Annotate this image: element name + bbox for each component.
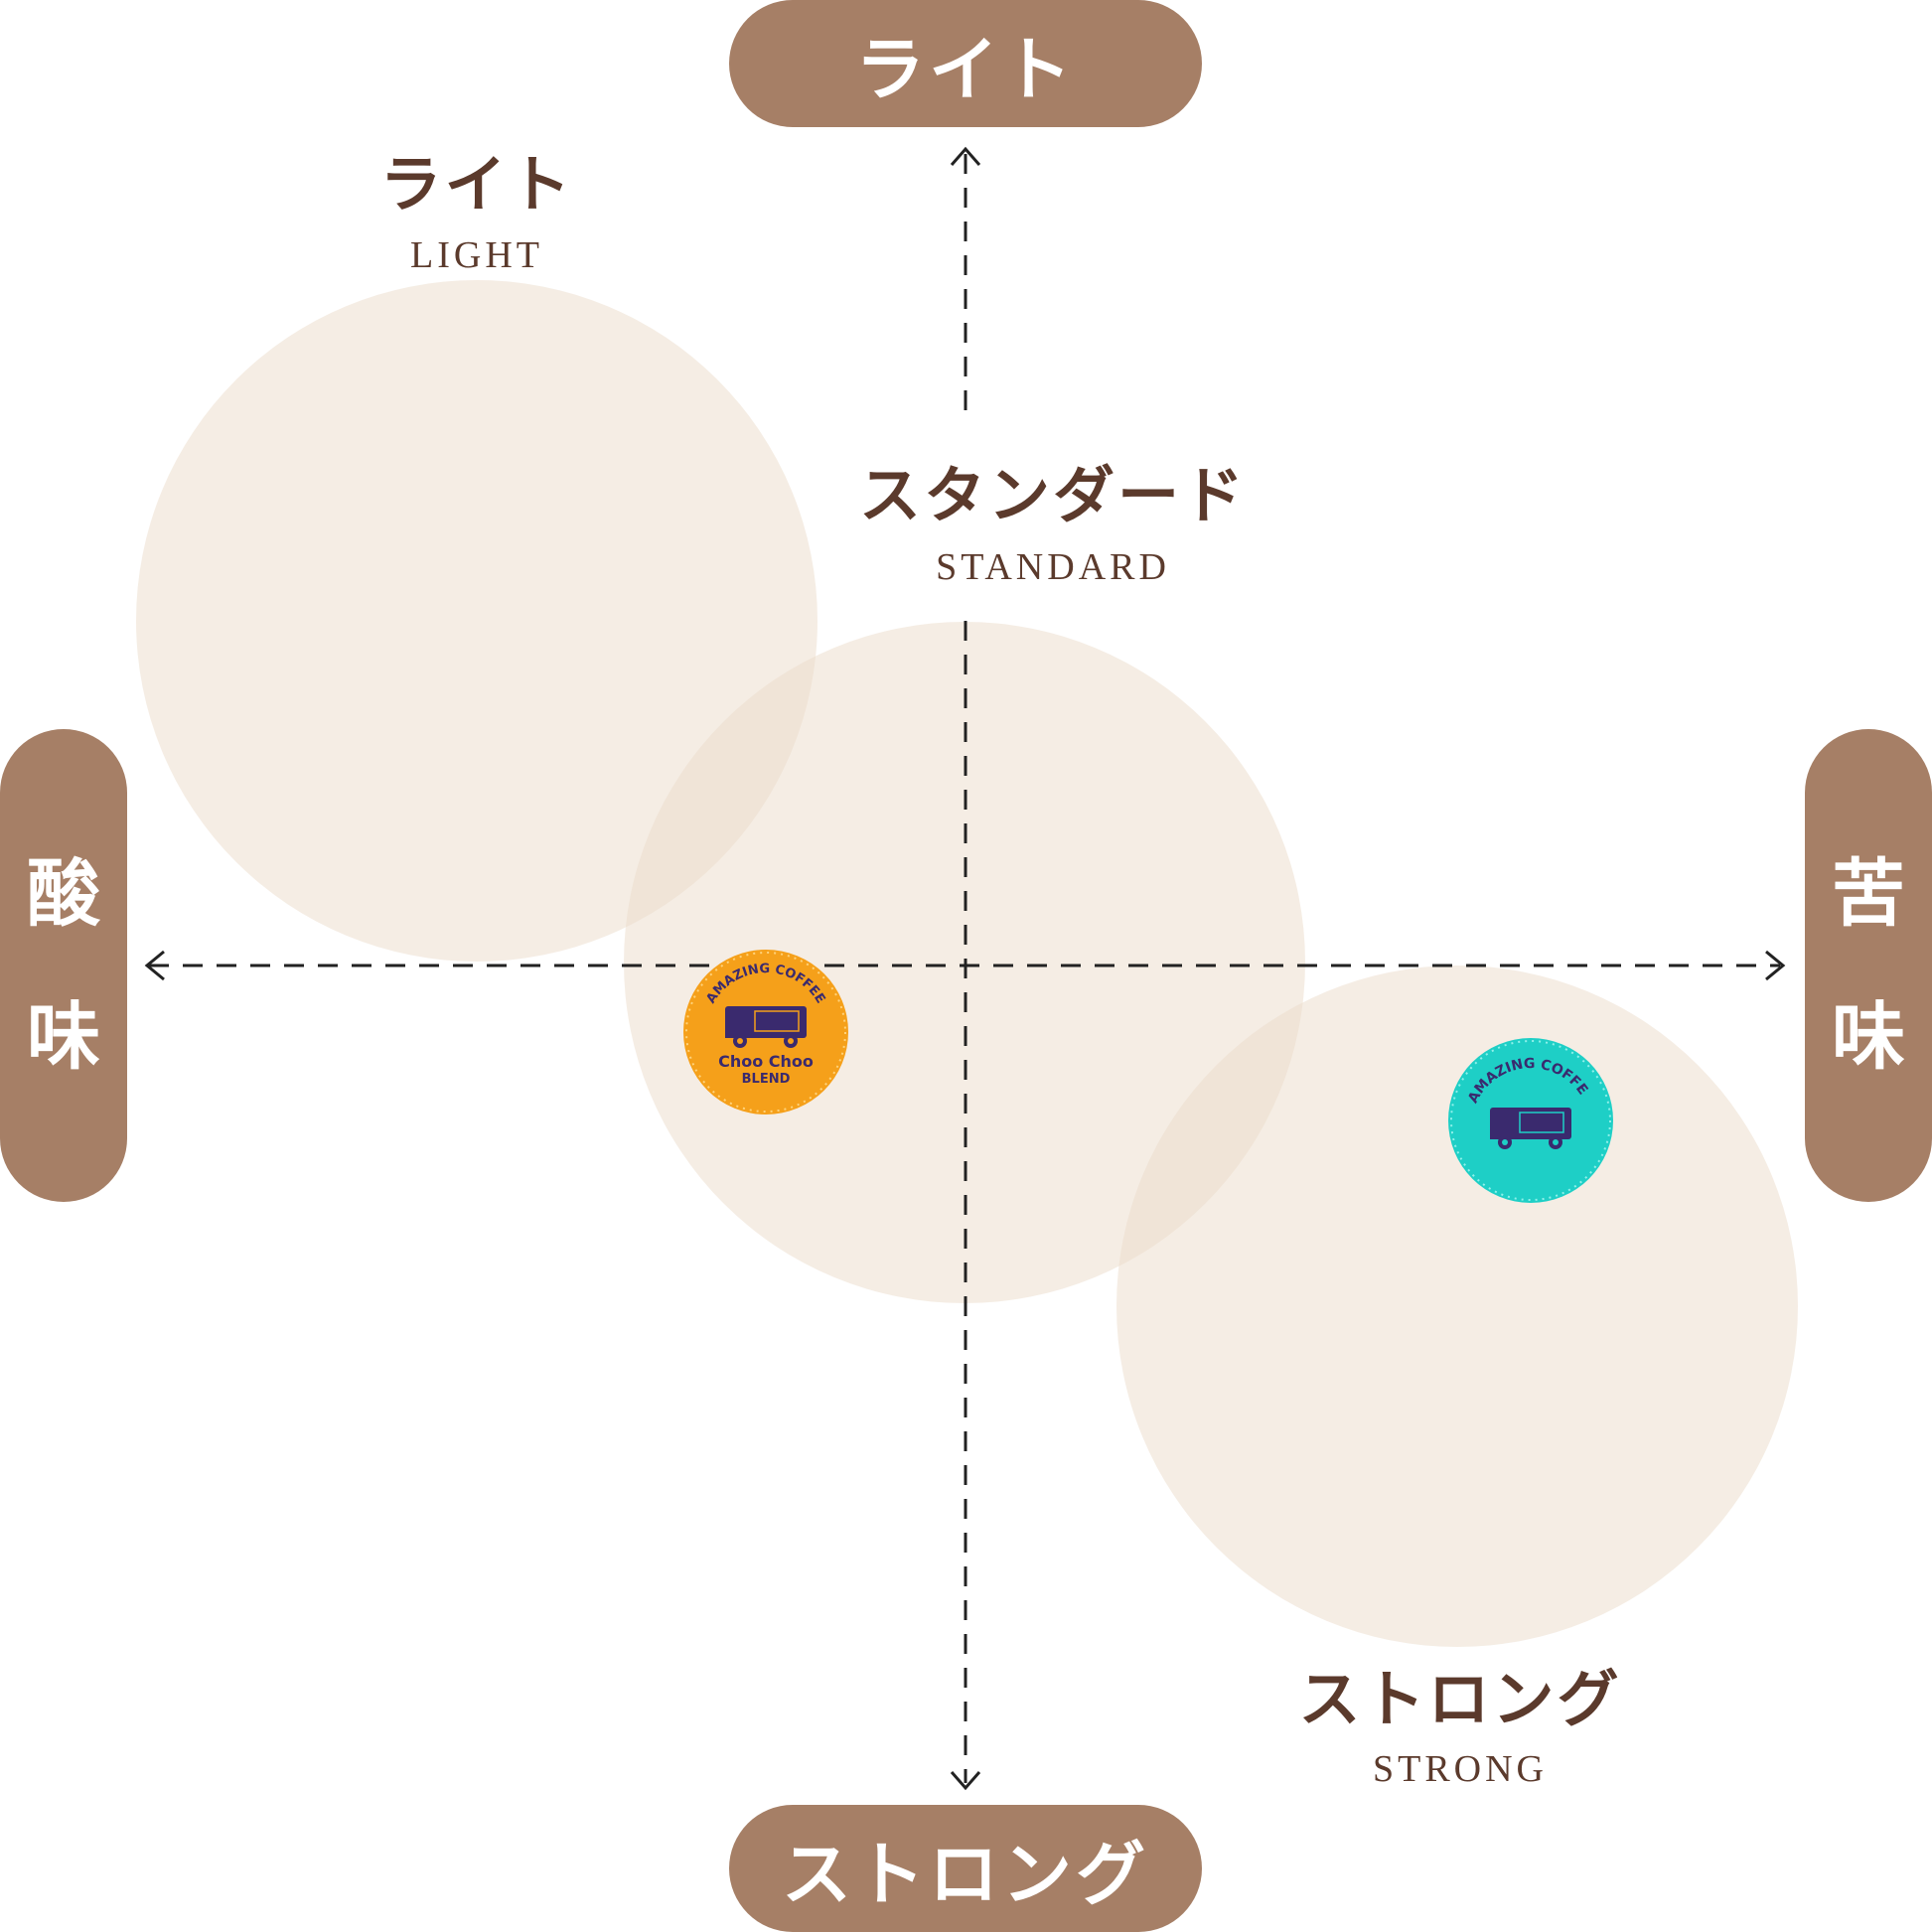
light-zone-subtitle: LIGHT [410, 234, 543, 276]
axis-left-char-2: 味 [27, 994, 100, 1080]
axis-right-char-1: 苦 [1832, 851, 1905, 937]
axis-bottom-label: ストロング [729, 1805, 1202, 1932]
standard-zone-subtitle: STANDARD [936, 546, 1170, 588]
amazing-coffee-teal-pod: AMAZING COFFEE [1448, 1038, 1613, 1203]
pod-brand-arc-text: AMAZING COFFEE [1448, 1038, 1590, 1106]
axis-left-label: 酸 味 [0, 729, 127, 1202]
arrow-down-icon [950, 1771, 981, 1791]
pod-line1: Choo Choo [718, 1052, 814, 1071]
arrow-left-icon [144, 950, 165, 981]
standard-zone-title: スタンダード [858, 459, 1247, 531]
choo-choo-blend-pod: AMAZING COFFEE Choo Choo BLEND [683, 950, 848, 1115]
strong-zone-title: ストロング [1298, 1663, 1622, 1735]
strong-zone-subtitle: STRONG [1372, 1748, 1549, 1790]
axis-right-label: 苦 味 [1805, 729, 1932, 1202]
axis-top-label: ライト [729, 0, 1202, 127]
arrow-right-icon [1765, 950, 1786, 981]
strong-zone-bubble [1116, 966, 1798, 1647]
axis-right-char-2: 味 [1832, 994, 1905, 1080]
pod-line2: BLEND [742, 1072, 791, 1087]
arrow-up-icon [950, 146, 981, 166]
light-zone-title: ライト [379, 148, 574, 221]
axis-left-char-1: 酸 [27, 851, 100, 937]
teal-pod-artwork: AMAZING COFFEE [1448, 1038, 1611, 1201]
choo-choo-pod-artwork: AMAZING COFFEE Choo Choo BLEND [685, 952, 846, 1113]
pod-brand-arc-text: AMAZING COFFEE [704, 962, 828, 1006]
van-icon [1490, 1108, 1571, 1149]
